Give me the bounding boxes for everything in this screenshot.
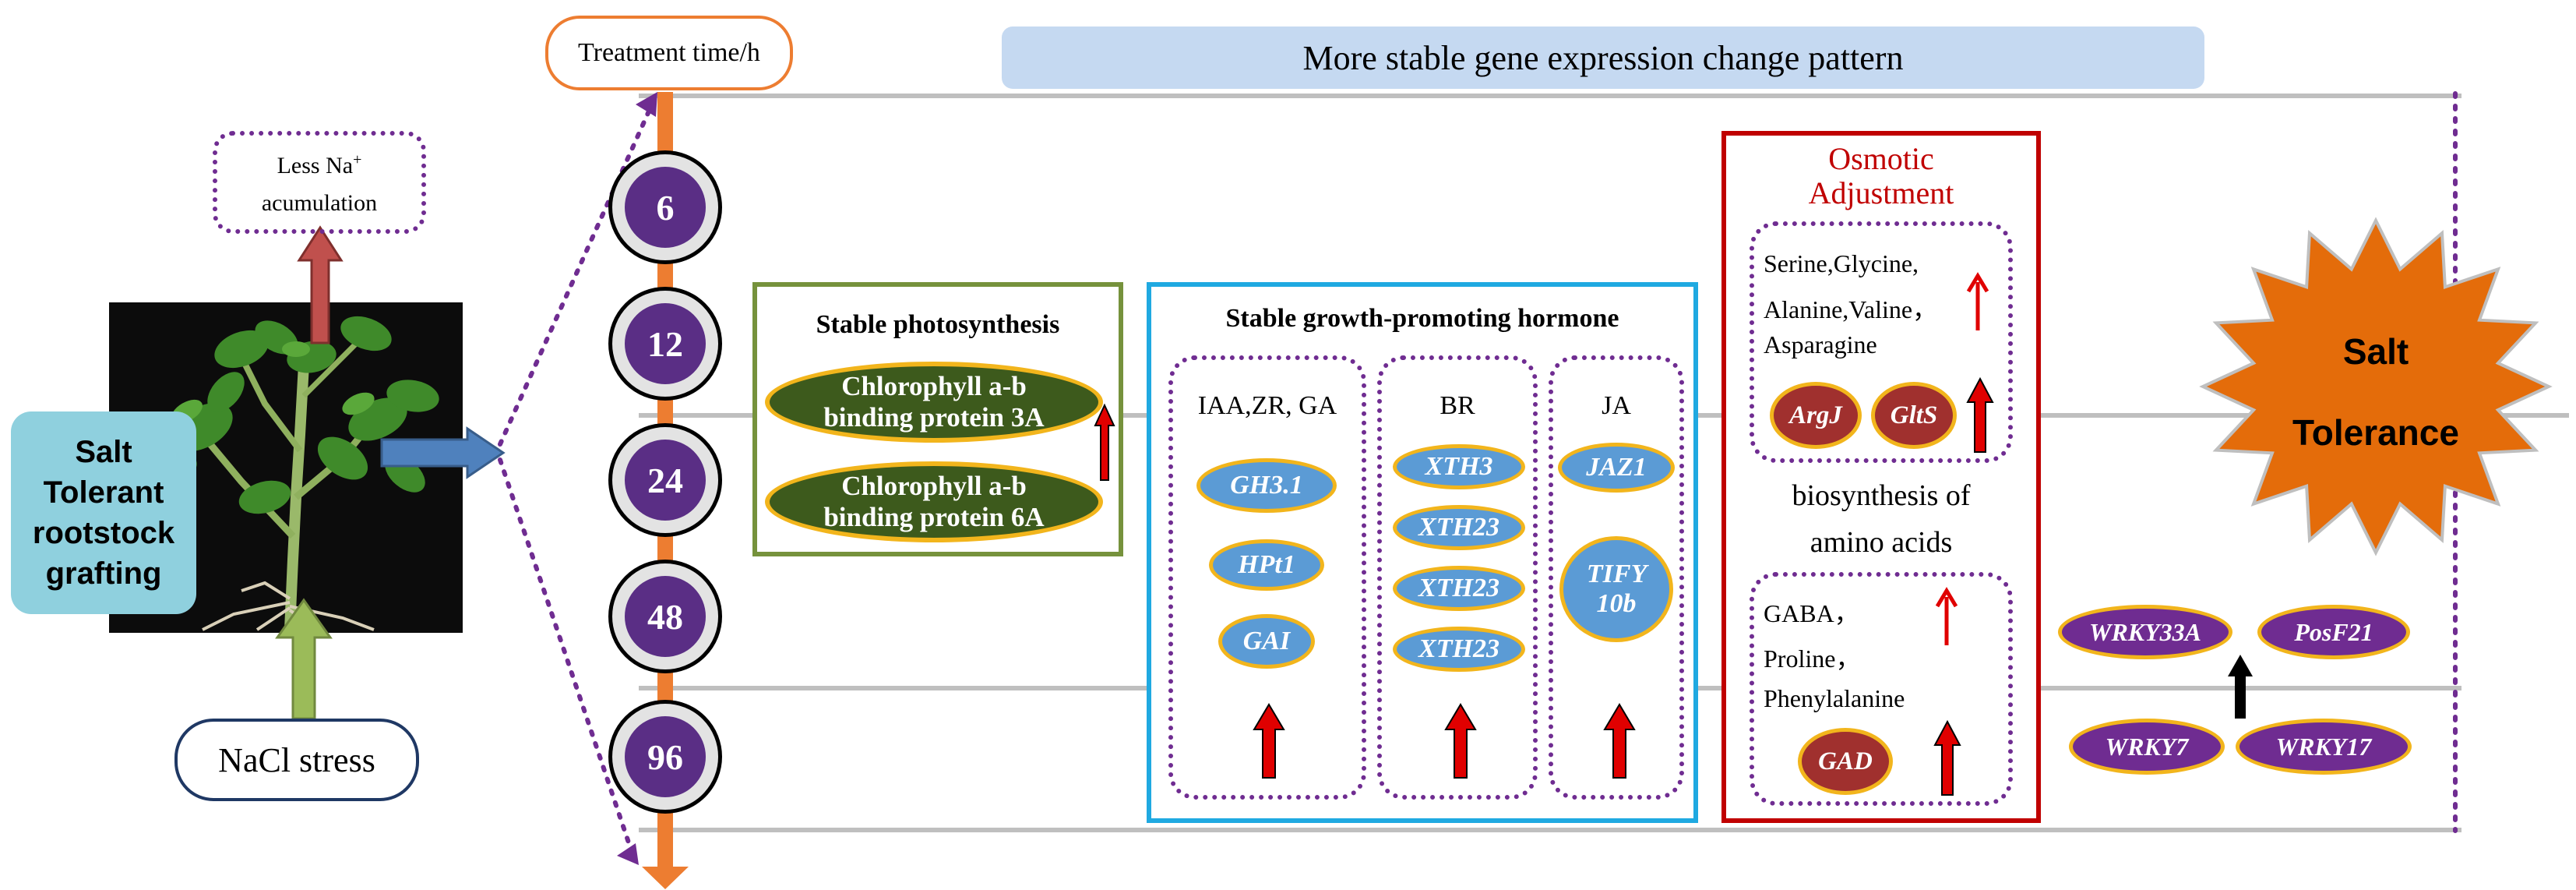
hormone-title: Stable growth-promoting hormone xyxy=(1225,304,1619,333)
wrky-up-arrow xyxy=(2228,655,2253,719)
amino-acid-line: Serine,Glycine, xyxy=(1764,249,1919,277)
treatment-time-text: Treatment time/h xyxy=(578,38,760,67)
accumulation-text: acumulation xyxy=(261,190,378,216)
gene-tify-10b: TIFY 10b xyxy=(1559,536,1673,642)
gene-posf21: PosF21 xyxy=(2257,605,2410,659)
grid-line-top xyxy=(639,94,2461,98)
osmotic-group-amino: Serine,Glycine, Alanine,Valine， Asparagi… xyxy=(1750,221,2013,463)
less-na-box: Less Na+ acumulation xyxy=(213,131,426,234)
nacl-stress-label: NaCl stress xyxy=(218,740,375,779)
salt-tolerance-line2: Tolerance xyxy=(2292,412,2459,453)
nacl-stress-box: NaCl stress xyxy=(174,719,419,801)
biosynthesis-line: biosynthesis of xyxy=(1792,479,1971,512)
time-node-48: 48 xyxy=(608,560,722,673)
gene-gai: GAI xyxy=(1218,614,1315,669)
gene-hpt1: HPt1 xyxy=(1209,539,1324,591)
hormone-group-br: BR XTH3 XTH23 XTH23 XTH23 xyxy=(1377,355,1538,800)
osmotic-group-gaba: GABA， Proline， Phenylalanine GAD xyxy=(1750,572,2013,806)
hormone-group-ja: JA JAZ1 TIFY 10b xyxy=(1549,355,1684,800)
banner: More stable gene expression change patte… xyxy=(1002,26,2204,89)
gene-chlorophyll-6a: Chlorophyll a-b binding protein 6A xyxy=(765,461,1103,542)
time-node-24: 24 xyxy=(608,423,722,537)
hormone-group-label: BR xyxy=(1440,391,1475,420)
less-na-text: Less Na xyxy=(277,153,354,178)
amino-acid-line: Asparagine xyxy=(1764,330,1877,358)
hormone-group-iaa: IAA,ZR, GA GH3.1 HPt1 GAI xyxy=(1168,355,1366,800)
time-value: 48 xyxy=(625,576,706,657)
gene-gh3-1: GH3.1 xyxy=(1196,458,1337,513)
hormone-up-arrow xyxy=(1444,703,1477,779)
osmotic-box: Osmotic Adjustment Serine,Glycine, Alani… xyxy=(1721,131,2041,823)
hormone-box: Stable growth-promoting hormone IAA,ZR, … xyxy=(1147,282,1698,823)
salt-tolerance-line1: Salt xyxy=(2342,331,2409,372)
salt-tolerance-starburst xyxy=(2199,217,2553,556)
osmotic-up-arrow xyxy=(1966,376,1994,453)
osmolyte-line: Proline， xyxy=(1764,645,1861,673)
osmotic-title: Adjustment xyxy=(1808,175,1954,210)
time-value: 6 xyxy=(625,167,706,248)
red-up-arrow xyxy=(297,225,344,344)
gene-chlorophyll-3a: Chlorophyll a-b binding protein 3A xyxy=(765,362,1103,443)
photosynthesis-title: Stable photosynthesis xyxy=(816,310,1060,339)
hormone-up-arrow xyxy=(1603,703,1636,779)
gene-xth23: XTH23 xyxy=(1393,566,1525,611)
rootstock-line: Salt xyxy=(75,435,132,469)
photosynthesis-box: Stable photosynthesis Chlorophyll a-b bi… xyxy=(752,282,1123,556)
time-value: 12 xyxy=(625,303,706,384)
gene-argj: ArgJ xyxy=(1770,382,1862,449)
banner-text: More stable gene expression change patte… xyxy=(1302,38,1904,77)
gene-jaz1: JAZ1 xyxy=(1558,443,1675,493)
grid-line-bottom xyxy=(639,828,2461,832)
less-na-superscript: + xyxy=(353,151,362,168)
osmotic-up-arrow-thin xyxy=(1935,587,1958,645)
treatment-time-label: Treatment time/h xyxy=(545,16,793,90)
gene-xth3: XTH3 xyxy=(1393,444,1525,489)
gene-xth23: XTH23 xyxy=(1393,505,1525,550)
amino-acid-line: Alanine,Valine， xyxy=(1764,295,1938,323)
timeline-arrowhead xyxy=(642,867,689,889)
rootstock-line: grafting xyxy=(45,556,162,591)
gene-glts: GltS xyxy=(1871,382,1957,449)
gene-wrky17: WRKY17 xyxy=(2236,719,2412,775)
hormone-up-arrow xyxy=(1253,703,1285,779)
osmotic-title: Osmotic xyxy=(1828,141,1934,176)
hormone-group-label: JA xyxy=(1602,391,1631,420)
osmolyte-line: Phenylalanine xyxy=(1764,684,1905,712)
osmotic-up-arrow xyxy=(1933,719,1961,796)
gene-wrky33a: WRKY33A xyxy=(2058,605,2232,659)
photosynthesis-up-arrow xyxy=(1094,403,1115,481)
blue-right-arrow xyxy=(380,426,506,479)
gene-xth23: XTH23 xyxy=(1393,627,1525,672)
osmolyte-line: GABA， xyxy=(1764,599,1859,627)
gene-gad: GAD xyxy=(1798,728,1893,795)
rootstock-box: Salt Tolerant rootstock grafting xyxy=(11,411,196,614)
time-node-6: 6 xyxy=(608,150,722,264)
gene-wrky7: WRKY7 xyxy=(2069,719,2225,775)
biosynthesis-line: amino acids xyxy=(1810,526,1953,559)
osmotic-up-arrow-thin xyxy=(1966,272,1989,330)
time-node-12: 12 xyxy=(608,287,722,401)
time-node-96: 96 xyxy=(608,700,722,814)
time-value: 96 xyxy=(625,716,706,797)
rootstock-line: rootstock xyxy=(32,516,175,550)
hormone-group-label: IAA,ZR, GA xyxy=(1197,391,1337,420)
rootstock-line: Tolerant xyxy=(43,475,164,510)
time-value: 24 xyxy=(625,440,706,521)
